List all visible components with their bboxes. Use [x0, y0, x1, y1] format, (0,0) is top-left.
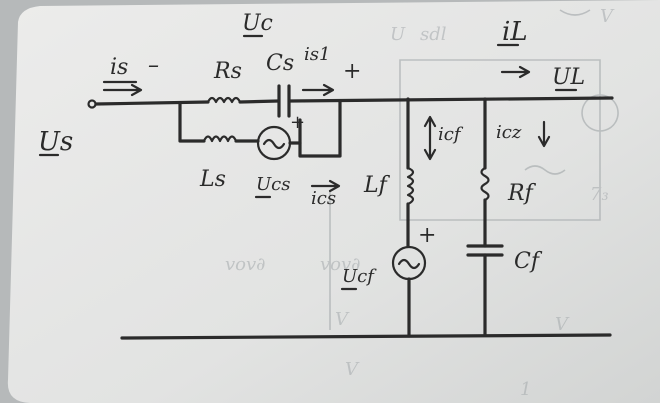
- svg-text:vov∂: vov∂: [225, 254, 265, 275]
- label-rf: Rf: [507, 181, 537, 206]
- svg-text:1: 1: [520, 379, 531, 400]
- ground-rail: [120, 333, 612, 340]
- ucf-sine: [397, 258, 421, 270]
- ics-arrow: [310, 179, 341, 193]
- label-ucs: Ucs: [256, 174, 291, 195]
- svg-text:sdl: sdl: [420, 24, 447, 45]
- wire-ls-left: [178, 101, 206, 143]
- svg-text:V: V: [345, 359, 360, 380]
- svg-text:V: V: [555, 314, 570, 335]
- is1-arrow: [301, 83, 335, 97]
- label-il: iL: [502, 17, 528, 47]
- label-ucf-plus: +: [418, 223, 436, 248]
- label-ls: Ls: [199, 167, 226, 192]
- top-rail: [288, 96, 614, 103]
- svg-text:vov∂: vov∂: [320, 254, 360, 275]
- wire-src-return: [288, 99, 342, 158]
- il-arrow: [500, 65, 531, 79]
- label-is1-plus: +: [343, 59, 361, 84]
- wire-rs-cs: [238, 99, 280, 104]
- svg-text:7₃: 7₃: [590, 184, 609, 205]
- rs-symbol: [206, 96, 242, 104]
- svg-text:V: V: [335, 309, 350, 330]
- ucs-sine: [262, 138, 286, 150]
- svg-text:V: V: [600, 6, 615, 27]
- label-ul: UL: [552, 65, 585, 90]
- label-icf: icf: [438, 124, 464, 145]
- label-is-dash: –: [148, 53, 159, 78]
- label-is: is: [110, 55, 128, 80]
- label-lf: Lf: [363, 173, 391, 198]
- label-cs: Cs: [266, 51, 294, 76]
- label-ics: ics: [311, 188, 336, 209]
- label-cf: Cf: [514, 249, 543, 274]
- label-icz: icz: [496, 122, 522, 143]
- ls-symbol: [202, 135, 238, 143]
- paper-sheet: [7, 0, 660, 403]
- icf-arrow: [423, 115, 437, 161]
- lf-symbol: [406, 166, 415, 206]
- rf-symbol: [480, 166, 490, 202]
- icz-arrow: [537, 120, 551, 148]
- show-through-marks: V U sdl 7₃ vov∂ vov∂ V V V 1: [225, 6, 619, 400]
- label-ucs-plus: +: [290, 112, 305, 133]
- label-rs: Rs: [213, 59, 242, 84]
- label-uc: Uc: [242, 11, 273, 36]
- label-us: Us: [38, 127, 73, 157]
- label-ucf: Ucf: [342, 266, 377, 287]
- wire-input: [94, 100, 210, 106]
- is-arrow: [102, 83, 143, 97]
- svg-text:U: U: [390, 24, 406, 45]
- label-is1: is1: [304, 44, 330, 65]
